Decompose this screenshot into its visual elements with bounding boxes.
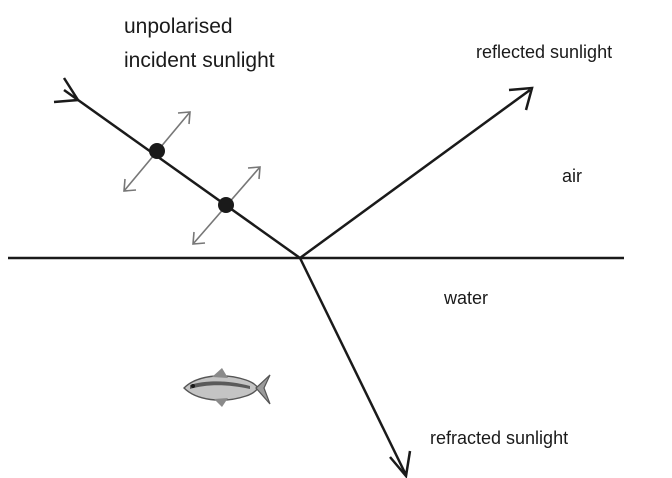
- polarisation-dot: [149, 143, 165, 159]
- refracted-label: refracted sunlight: [430, 428, 569, 448]
- incident-arrowhead: [53, 77, 81, 104]
- reflected-label: reflected sunlight: [476, 42, 613, 62]
- polarisation-dot: [218, 197, 234, 213]
- refracted-arrowhead: [389, 450, 412, 478]
- polarisation-marker-2: [192, 166, 261, 245]
- polarisation-arrowhead-bottom: [123, 178, 137, 192]
- polarisation-marker-1: [123, 111, 191, 192]
- reflected-arrowhead: [508, 86, 534, 111]
- air-label: air: [562, 166, 583, 186]
- incident-label-line1: unpolarised: [124, 15, 233, 38]
- polarisation-arrowhead-top: [247, 166, 261, 180]
- incident-label-line2: incident sunlight: [124, 49, 275, 72]
- reflected-ray: [299, 88, 531, 260]
- polarisation-arrowhead-top: [177, 111, 191, 125]
- water-label: water: [444, 288, 489, 308]
- polarisation-arrowhead-bottom: [192, 231, 206, 245]
- incident-ray: [63, 88, 301, 260]
- fish-icon: [183, 368, 271, 407]
- incident-label: unpolarised incident sunlight: [124, 10, 275, 78]
- refracted-ray: [298, 257, 408, 476]
